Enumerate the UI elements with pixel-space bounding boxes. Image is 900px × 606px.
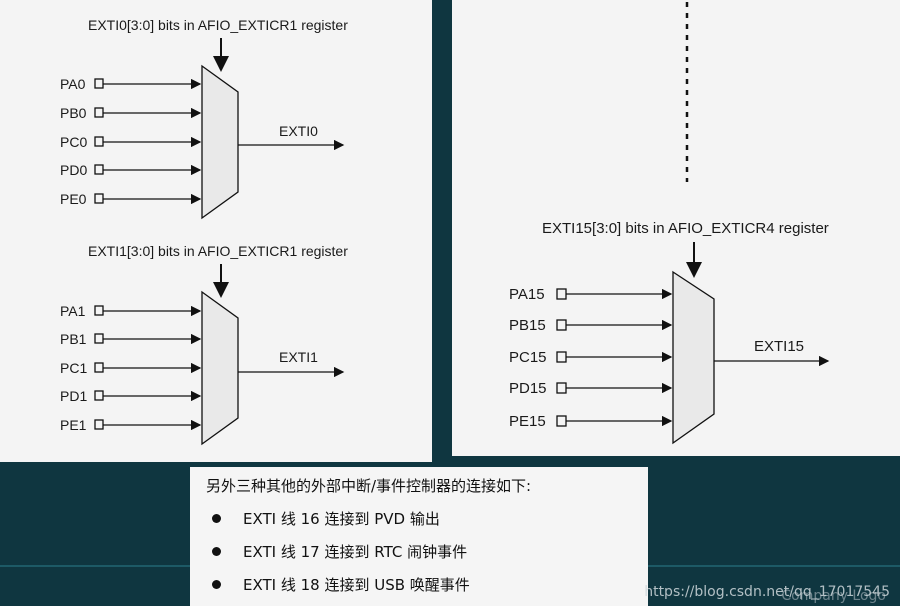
note-item-text: EXTI 线 16 连接到 PVD 输出 [243, 510, 440, 528]
note-box: 另外三种其他的外部中断/事件控制器的连接如下: EXTI 线 16 连接到 PV… [190, 467, 648, 606]
exti0-mux [201, 64, 239, 220]
exti15-mux [672, 270, 715, 445]
pin-label-pa1: PA1 [60, 303, 86, 319]
exti0-register-label: EXTI0[3:0] bits in AFIO_EXTICR1 register [88, 17, 348, 33]
right-mux-diagram: EXTI15[3:0] bits in AFIO_EXTICR4 registe… [509, 2, 830, 445]
pin-label-pe1: PE1 [60, 417, 87, 433]
pin-label-pc15: PC15 [509, 349, 547, 366]
pin-label-pe15: PE15 [509, 413, 546, 430]
exti1-register-label: EXTI1[3:0] bits in AFIO_EXTICR1 register [88, 243, 348, 259]
note-title: 另外三种其他的外部中断/事件控制器的连接如下: [206, 477, 532, 495]
bullet-dot-icon [212, 547, 221, 556]
pin-pc1 [94, 362, 104, 373]
pin-label-pc0: PC0 [60, 134, 87, 150]
pin-pb0 [94, 107, 104, 118]
bullet-dot-icon [212, 514, 221, 523]
note-item-text: EXTI 线 17 连接到 RTC 闹钟事件 [243, 543, 468, 561]
exti1-mux [201, 290, 239, 446]
pin-pd0 [94, 164, 104, 175]
note-item-exti18: EXTI 线 18 连接到 USB 唤醒事件 [206, 574, 632, 595]
pin-pa0 [94, 78, 104, 89]
pin-pe1 [94, 419, 104, 430]
pin-pd15 [556, 382, 567, 394]
left-mux-diagram: EXTI0[3:0] bits in AFIO_EXTICR1 register… [60, 17, 348, 446]
pin-label-pc1: PC1 [60, 360, 87, 376]
pin-label-pa0: PA0 [60, 76, 86, 92]
exti1-inputs: PA1 PB1 PC1 PD1 PE1 [60, 303, 202, 433]
pin-label-pd0: PD0 [60, 162, 87, 178]
right-diagram-panel: EXTI15[3:0] bits in AFIO_EXTICR4 registe… [452, 0, 900, 456]
exti15-register-label: EXTI15[3:0] bits in AFIO_EXTICR4 registe… [542, 220, 829, 237]
pin-label-pd1: PD1 [60, 388, 87, 404]
pin-label-pb0: PB0 [60, 105, 87, 121]
pin-label-pe0: PE0 [60, 191, 87, 207]
bullet-dot-icon [212, 580, 221, 589]
pin-pc0 [94, 136, 104, 147]
exti0-output-label: EXTI0 [279, 123, 318, 139]
pin-pa1 [94, 305, 104, 316]
left-diagram-panel: EXTI0[3:0] bits in AFIO_EXTICR1 register… [0, 0, 432, 462]
exti0-inputs: PA0 PB0 PC0 PD0 PE0 [60, 76, 202, 207]
pin-pd1 [94, 390, 104, 401]
pin-pa15 [556, 288, 567, 300]
pin-label-pb15: PB15 [509, 317, 546, 334]
pin-label-pd15: PD15 [509, 380, 547, 397]
company-logo-text: Company Logo [781, 588, 886, 604]
pin-pe0 [94, 193, 104, 204]
pin-pb1 [94, 333, 104, 344]
watermark: https://blog.csdn.net/qq_17017545 [644, 584, 890, 600]
pin-label-pb1: PB1 [60, 331, 87, 347]
exti15-inputs: PA15 PB15 PC15 PD15 PE15 [509, 286, 673, 430]
exti1-output-label: EXTI1 [279, 349, 318, 365]
exti15-output-label: EXTI15 [754, 338, 804, 355]
pin-pc15 [556, 351, 567, 363]
note-item-text: EXTI 线 18 连接到 USB 唤醒事件 [243, 576, 470, 594]
note-item-exti17: EXTI 线 17 连接到 RTC 闹钟事件 [206, 541, 632, 562]
pin-label-pa15: PA15 [509, 286, 545, 303]
pin-pb15 [556, 319, 567, 331]
pin-pe15 [556, 415, 567, 427]
note-item-exti16: EXTI 线 16 连接到 PVD 输出 [206, 508, 632, 529]
